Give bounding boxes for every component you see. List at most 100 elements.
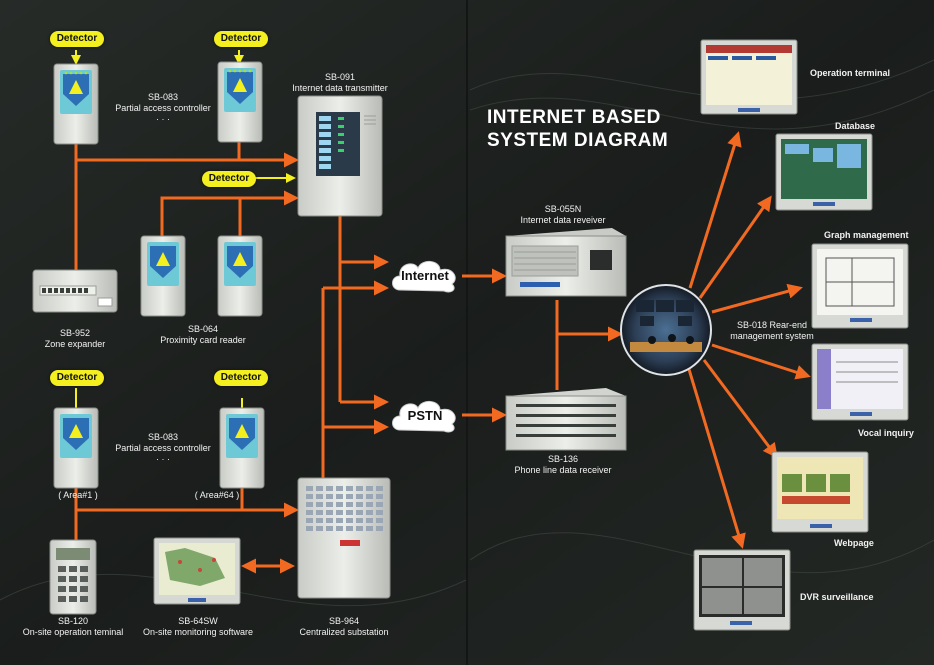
name-text: Phone line data receiver xyxy=(514,465,612,475)
sb964-zone-led xyxy=(346,494,353,499)
sb083-bottom-label: SB-083 Partial access controller · · · xyxy=(108,432,218,465)
name-text: Partial access controller xyxy=(115,103,211,113)
model-text: SB-136 xyxy=(547,454,579,464)
ellipsis-text: · · · xyxy=(156,114,170,124)
title-line-1: INTERNET BASED xyxy=(487,107,661,128)
graph-management-monitor xyxy=(811,243,909,329)
sb964-zone-led xyxy=(336,494,343,499)
name-text: Proximity card reader xyxy=(160,335,246,345)
sb083-controller-bottom-2 xyxy=(219,407,265,489)
sb964-zone-led xyxy=(326,518,333,523)
sb964-zone-led xyxy=(366,510,373,515)
model-text: SB-083 xyxy=(147,432,179,442)
sb064-card-reader-2 xyxy=(217,235,263,317)
sb964-zone-led xyxy=(346,526,353,531)
cloud-icon xyxy=(392,261,456,293)
page-fold xyxy=(466,0,468,665)
model-text: SB-120 xyxy=(57,616,89,626)
detector-badge: Detector xyxy=(214,370,268,386)
graph-management-label: Graph management xyxy=(824,230,909,240)
sb964-zone-led xyxy=(316,502,323,507)
sb964-zone-led xyxy=(366,526,373,531)
sb952-label: SB-952 Zone expander xyxy=(20,328,130,350)
dvr-surveillance-label: DVR surveillance xyxy=(800,592,874,602)
sb964-zone-led xyxy=(316,518,323,523)
name-text: Zone expander xyxy=(44,339,106,349)
ellipsis-text: · · · xyxy=(156,454,170,464)
webpage-monitor xyxy=(771,451,869,533)
detector-badge: Detector xyxy=(202,171,256,187)
pstn-label: PSTN xyxy=(407,408,443,423)
area-first-label: ( Area#1 ) xyxy=(58,490,98,500)
sb964-zone-led xyxy=(366,486,373,491)
model-text: SB-091 xyxy=(324,72,356,82)
sb964-zone-led xyxy=(326,486,333,491)
sb083-controller-top-1 xyxy=(53,63,99,145)
sb964-zone-led xyxy=(376,518,383,523)
area-last-label: ( Area#64 ) xyxy=(194,490,240,500)
sb964-zone-led xyxy=(306,502,313,507)
sb964-zone-led xyxy=(306,526,313,531)
database-label: Database xyxy=(835,121,876,131)
sb952-zone-expander xyxy=(32,269,118,313)
sb964-zone-led xyxy=(306,486,313,491)
sb964-zone-led xyxy=(346,510,353,515)
sb964-zone-led xyxy=(306,518,313,523)
diagram-title: INTERNET BASED SYSTEM DIAGRAM xyxy=(487,106,668,152)
sb964-zone-led xyxy=(376,494,383,499)
model-text: SB-018 xyxy=(736,320,767,330)
name-text: On-site operation teminal xyxy=(22,627,124,637)
sb964-zone-led xyxy=(326,502,333,507)
sb964-zone-led xyxy=(356,502,363,507)
name-text-2: management system xyxy=(730,331,814,341)
detector-badge: Detector xyxy=(50,31,104,47)
vocal-inquiry-label: Vocal inquiry xyxy=(858,428,914,438)
model-text: SB-083 xyxy=(147,92,179,102)
sb964-zone-led xyxy=(316,494,323,499)
name-text: Partial access controller xyxy=(115,443,211,453)
sb018-label: SB-018 Rear-end management system xyxy=(726,320,818,342)
sb964-zone-led xyxy=(326,510,333,515)
sb964-zone-led xyxy=(326,526,333,531)
sb064-card-reader-1 xyxy=(140,235,186,317)
sb964-zone-led xyxy=(356,486,363,491)
internet-cloud: Internet xyxy=(388,256,462,296)
name-text: On-site monitoring software xyxy=(142,627,254,637)
connection-lines xyxy=(71,50,811,574)
title-line-2: SYSTEM DIAGRAM xyxy=(487,130,669,151)
name-text: Internet data transmitter xyxy=(292,83,388,93)
model-text: SB-064 xyxy=(187,324,219,334)
sb120-terminal xyxy=(49,539,97,615)
model-text: SB-64SW xyxy=(178,616,218,626)
webpage-label: Webpage xyxy=(834,538,874,548)
sb964-zone-led xyxy=(326,494,333,499)
sb964-zone-led xyxy=(346,518,353,523)
sb964-zone-led xyxy=(306,510,313,515)
sb964-zone-led xyxy=(356,494,363,499)
sb083-controller-bottom-1 xyxy=(53,407,99,489)
sb964-zone-led xyxy=(316,486,323,491)
name-text: Centralized substation xyxy=(299,627,389,637)
sb136-receiver xyxy=(505,388,627,451)
sb964-zone-led xyxy=(356,526,363,531)
database-monitor xyxy=(775,133,873,211)
sb964-zone-led xyxy=(336,486,343,491)
vocal-inquiry-monitor xyxy=(811,343,909,421)
sb964-zone-led xyxy=(346,486,353,491)
sb964-zone-led xyxy=(316,526,323,531)
operation-terminal-monitor xyxy=(700,39,798,115)
sb055n-label: SB-055N Internet data reveiver xyxy=(508,204,618,226)
sb055n-receiver xyxy=(505,228,627,297)
sb083-top-label: SB-083 Partial access controller · · · xyxy=(108,92,218,125)
sb964-zone-led xyxy=(366,494,373,499)
sb964-zone-led xyxy=(366,518,373,523)
sb018-management-room xyxy=(620,284,712,376)
detector-badge: Detector xyxy=(50,370,104,386)
internet-label: Internet xyxy=(401,268,449,283)
sb964-zone-led xyxy=(336,518,343,523)
sb964-zone-led xyxy=(376,510,383,515)
sb964-zone-led xyxy=(316,510,323,515)
name-text: Rear-end xyxy=(769,320,808,330)
sb964-zone-led xyxy=(356,518,363,523)
